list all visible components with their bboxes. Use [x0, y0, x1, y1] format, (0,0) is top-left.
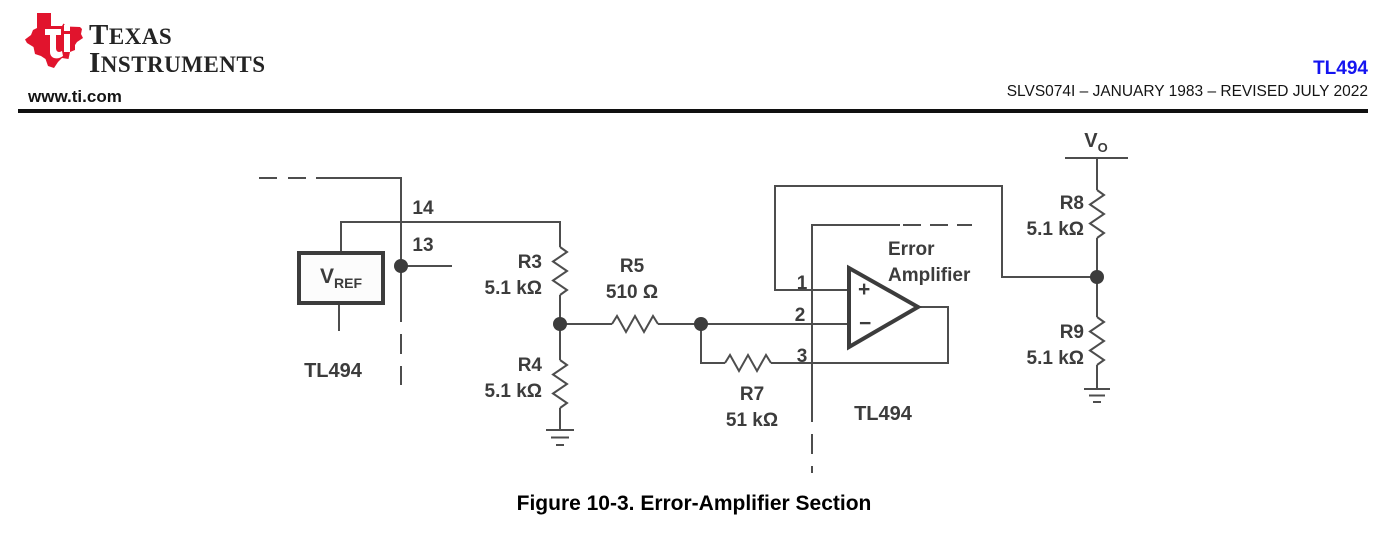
r4-ref: R4	[517, 355, 542, 376]
vo-label: VO	[1046, 128, 1146, 161]
r7-label: R7 51 kΩ	[692, 382, 812, 434]
r3-ref: R3	[517, 252, 542, 273]
resistor-r9-zigzag	[1088, 316, 1106, 366]
r5-label: R5 510 Ω	[572, 254, 692, 306]
junction-dot-pin2	[694, 317, 708, 331]
wire-r7-branch	[700, 324, 725, 364]
wire-vo-rail	[1065, 157, 1128, 190]
r9-value: 5.1 kΩ	[1026, 348, 1085, 369]
ground-left-icon	[546, 429, 574, 446]
r8-value: 5.1 kΩ	[1026, 219, 1085, 240]
resistor-r5-zigzag	[611, 313, 659, 335]
ground-right-icon	[1084, 388, 1110, 403]
junction-dot-r8r9	[1090, 270, 1104, 284]
wire-pin3-output	[771, 306, 949, 364]
ti-logo	[25, 13, 83, 68]
junction-dot-pin13	[394, 259, 408, 273]
ti-monogram-t-icon	[45, 29, 63, 59]
pin-label-3: 3	[796, 346, 808, 367]
part-number: TL494	[1313, 58, 1368, 79]
chip-label-left: TL494	[304, 360, 362, 382]
wire-feedback-pin1	[774, 185, 1097, 291]
header-rule	[18, 109, 1368, 113]
wire-pin14-net	[340, 221, 561, 253]
r3-value: 5.1 kΩ	[484, 278, 543, 299]
r5-value: 510 Ω	[605, 282, 659, 303]
vref-main: V	[319, 264, 334, 288]
pin-label-2: 2	[794, 305, 806, 326]
r4-value: 5.1 kΩ	[484, 381, 543, 402]
opamp-minus-sign: −	[859, 312, 872, 335]
opamp-name: Error Amplifier	[888, 237, 970, 289]
pin-label-14: 14	[412, 198, 434, 219]
brand-line1: TEXAS	[89, 19, 173, 51]
resistor-r3-zigzag	[551, 246, 569, 296]
r4-label: R4 5.1 kΩ	[392, 353, 543, 405]
brand-wordmark: TEXAS INSTRUMENTS	[89, 22, 266, 78]
ti-monogram-i-icon	[64, 25, 70, 52]
figure-caption: Figure 10-3. Error-Amplifier Section	[516, 492, 872, 515]
r9-label: R9 5.1 kΩ	[954, 320, 1085, 372]
brand-line2: INSTRUMENTS	[89, 47, 266, 79]
r7-ref: R7	[739, 384, 765, 405]
opamp-name-line1: Error	[888, 239, 935, 260]
opamp-name-line2: Amplifier	[888, 265, 971, 286]
r9-ref: R9	[1059, 322, 1084, 343]
resistor-r8-zigzag	[1088, 189, 1106, 239]
chip-label-right: TL494	[854, 403, 912, 425]
r3-label: R3 5.1 kΩ	[392, 250, 543, 302]
r8-ref: R8	[1059, 193, 1084, 214]
r8-label: R8 5.1 kΩ	[954, 191, 1085, 243]
website-link[interactable]: www.ti.com	[28, 87, 122, 106]
vref-label: VREF	[299, 253, 383, 303]
vref-box	[297, 251, 385, 305]
chip-boundary-right-solid	[811, 224, 900, 402]
vo-main: V	[1084, 130, 1098, 152]
doc-info: SLVS074I – JANUARY 1983 – REVISED JULY 2…	[1006, 83, 1368, 100]
r7-value: 51 kΩ	[725, 410, 779, 431]
opamp-plus-sign: +	[858, 278, 871, 301]
resistor-r7-zigzag	[724, 352, 772, 374]
resistor-r4-zigzag	[551, 359, 569, 409]
junction-dot-r3r4	[553, 317, 567, 331]
pin-label-13: 13	[412, 235, 434, 256]
vref-sub: REF	[334, 275, 362, 292]
r5-ref: R5	[619, 256, 645, 277]
pin-label-1: 1	[796, 273, 808, 294]
opamp-triangle	[847, 264, 923, 351]
vo-sub: O	[1097, 140, 1108, 155]
